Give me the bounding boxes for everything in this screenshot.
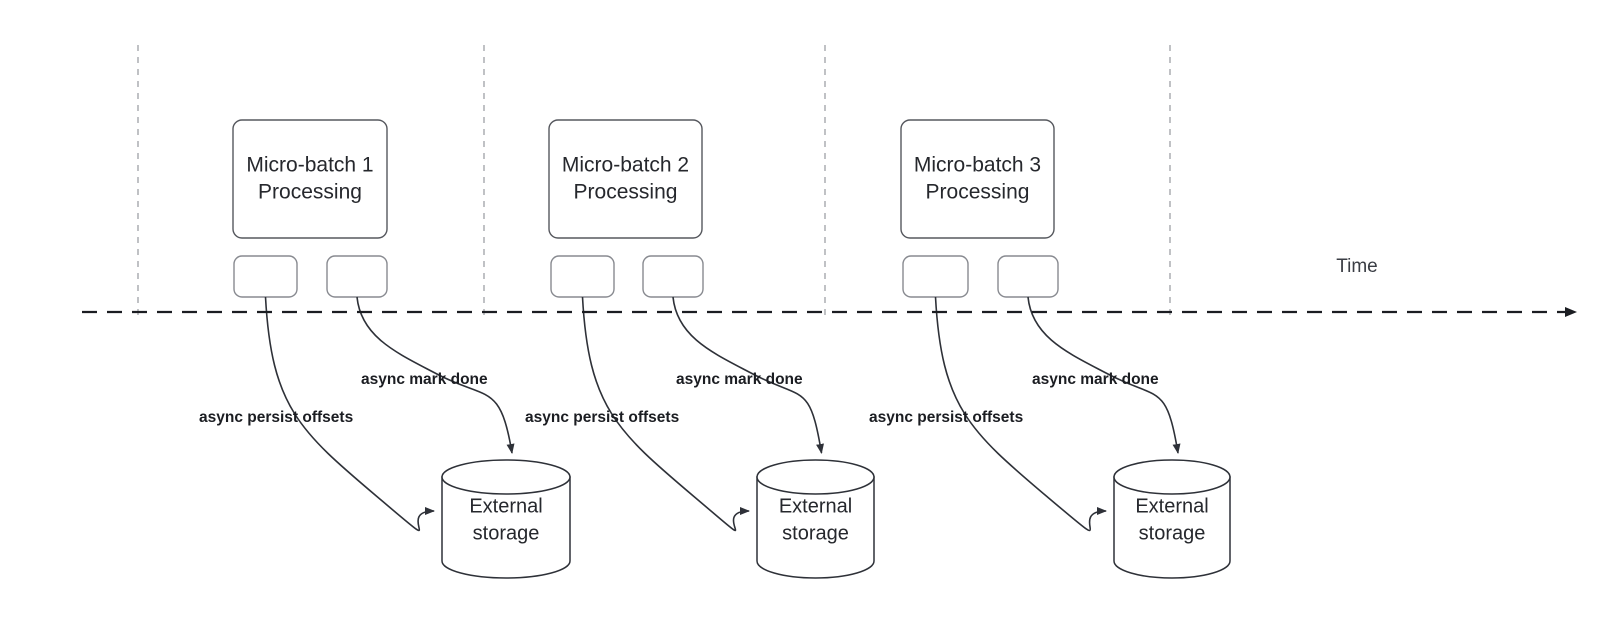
task-box-right-micro-batch-1[interactable] [326,255,388,298]
process-box-label-line2-micro-batch-3: Processing [926,181,1030,204]
async-mark-done-curve-micro-batch-3 [1027,296,1181,454]
time-axis-label: Time [1336,256,1378,277]
storage-cylinder-body-micro-batch-1[interactable] [441,476,571,579]
timeline-tick-lines [137,45,1171,318]
storage-label-line2-micro-batch-1: storage [473,522,540,544]
storage-label-line1-micro-batch-1: External [469,495,542,517]
storage-cylinder-body-micro-batch-2[interactable] [756,476,875,579]
storage-label-line2-micro-batch-3: storage [1139,522,1206,544]
task-box-left-micro-batch-1[interactable] [233,255,298,298]
process-box-label-line2-micro-batch-1: Processing [258,181,362,204]
time-axis-layer: Time [82,256,1577,317]
async-persist-offsets-edge-label-micro-batch-2: async persist offsets [525,409,679,426]
async-persist-offsets-curve-micro-batch-2 [581,296,750,532]
process-box-micro-batch-3[interactable] [900,119,1055,239]
async-mark-done-edge-label-micro-batch-1: async mark done [361,371,488,388]
async-mark-done-curve-micro-batch-2 [672,296,824,454]
storage-label-line1-micro-batch-3: External [1135,495,1208,517]
async-persist-offsets-edge-label-micro-batch-1: async persist offsets [199,409,353,426]
process-box-micro-batch-1[interactable] [232,119,388,239]
process-box-label-line2-micro-batch-2: Processing [574,181,678,204]
task-box-right-micro-batch-2[interactable] [642,255,704,298]
async-mark-done-edge-label-micro-batch-2: async mark done [676,371,803,388]
process-box-label-line1-micro-batch-2: Micro-batch 2 [562,154,689,177]
task-box-right-micro-batch-3[interactable] [997,255,1059,298]
storage-cylinder-body-micro-batch-3[interactable] [1113,476,1231,579]
async-persist-offsets-curve-micro-batch-1 [264,296,435,532]
async-persist-offsets-curve-micro-batch-3 [934,296,1107,532]
storage-label-line2-micro-batch-2: storage [782,522,849,544]
storage-cylinder-top-micro-batch-1 [441,459,571,495]
task-box-left-micro-batch-2[interactable] [550,255,615,298]
async-mark-done-curve-micro-batch-1 [356,296,515,454]
task-box-left-micro-batch-3[interactable] [902,255,969,298]
storage-cylinder-top-micro-batch-2 [756,459,875,495]
process-box-label-line1-micro-batch-1: Micro-batch 1 [246,154,373,177]
async-persist-offsets-edge-label-micro-batch-3: async persist offsets [869,409,1023,426]
process-box-micro-batch-2[interactable] [548,119,703,239]
storage-cylinder-top-micro-batch-3 [1113,459,1231,495]
async-mark-done-edge-label-micro-batch-3: async mark done [1032,371,1159,388]
storage-label-line1-micro-batch-2: External [779,495,852,517]
process-box-label-line1-micro-batch-3: Micro-batch 3 [914,154,1041,177]
